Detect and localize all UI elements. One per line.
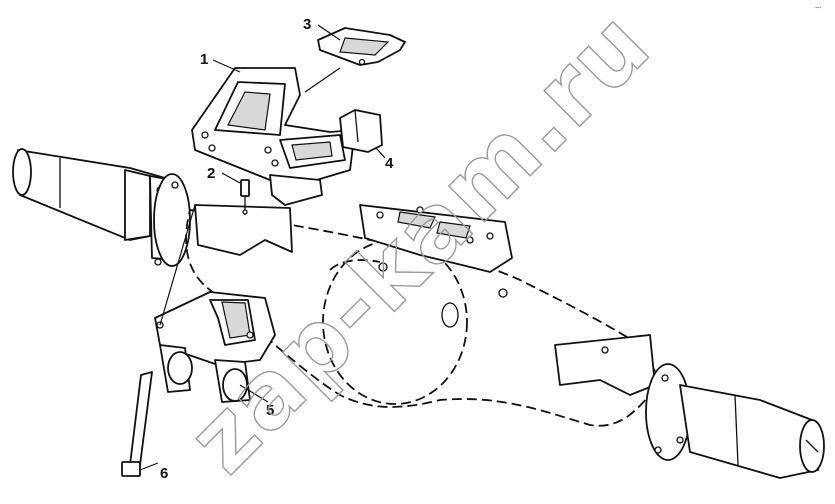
right-axle-shaft xyxy=(679,384,825,479)
part-1-upper-bracket xyxy=(191,67,356,206)
corner-mark: ~- xyxy=(815,5,822,12)
part-6-bolt xyxy=(121,204,196,477)
callout-4: 4 xyxy=(385,155,394,172)
right-spring-pad xyxy=(554,334,656,396)
callout-6: 6 xyxy=(160,465,168,482)
left-flange xyxy=(153,173,191,267)
part-3-cover-plate xyxy=(317,27,406,66)
callout-5: 5 xyxy=(266,402,274,419)
part-2-pin xyxy=(240,179,250,215)
differential-carrier-top xyxy=(359,204,513,273)
part-5-lower-spring-seat xyxy=(154,291,276,403)
axle-housing xyxy=(185,209,662,427)
left-axle-shaft xyxy=(12,148,179,261)
leader-lines xyxy=(139,24,386,471)
callout-2: 2 xyxy=(207,165,215,182)
callout-3: 3 xyxy=(303,16,311,33)
part-4-rubber-pad xyxy=(339,109,383,153)
callout-1: 1 xyxy=(200,51,208,68)
upper-spring-pad xyxy=(194,204,293,256)
right-flange xyxy=(645,363,691,461)
